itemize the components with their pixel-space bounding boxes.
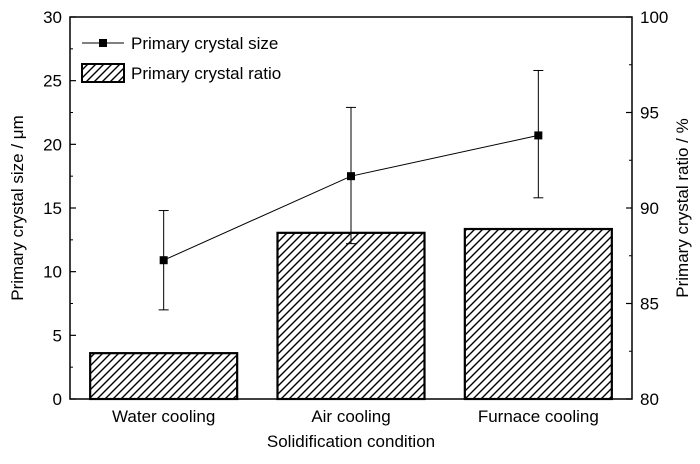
y-left-tick-label: 25: [43, 72, 62, 91]
x-tick-label: Air cooling: [311, 407, 390, 426]
data-point-square: [347, 172, 355, 181]
data-point-square: [534, 131, 543, 140]
x-axis-title: Solidification condition: [267, 432, 435, 451]
legend-label-ratio: Primary crystal ratio: [131, 64, 281, 83]
y-right-tick-label: 80: [640, 390, 659, 409]
x-tick-label: Furnace cooling: [478, 407, 599, 426]
bar-air-cooling: [276, 231, 426, 401]
x-tick-label: Water cooling: [112, 407, 215, 426]
legend-marker-square: [99, 39, 107, 47]
y-right-tick-label: 95: [640, 104, 659, 123]
bar-furnace-cooling: [463, 227, 613, 401]
y-left-axis-title: Primary crystal size / μm: [8, 115, 27, 300]
legend-label-size: Primary crystal size: [131, 34, 278, 53]
y-right-axis-title: Primary crystal ratio / %: [673, 118, 692, 297]
y-right-tick-label: 85: [640, 295, 659, 314]
y-right-tick-label: 90: [640, 199, 659, 218]
line-layer: [158, 69, 544, 311]
y-left-tick-label: 30: [43, 8, 62, 27]
y-left-tick-label: 15: [43, 199, 62, 218]
legend-hatch-swatch: [81, 63, 125, 83]
bar-water-cooling: [89, 352, 239, 401]
y-left-tick-label: 0: [53, 390, 62, 409]
bars-layer: [89, 227, 613, 401]
y-left-tick-label: 10: [43, 263, 62, 282]
data-point-square: [159, 256, 168, 265]
y-right-tick-label: 100: [640, 8, 668, 27]
y-left-tick-label: 5: [53, 326, 62, 345]
y-left-tick-label: 20: [43, 135, 62, 154]
